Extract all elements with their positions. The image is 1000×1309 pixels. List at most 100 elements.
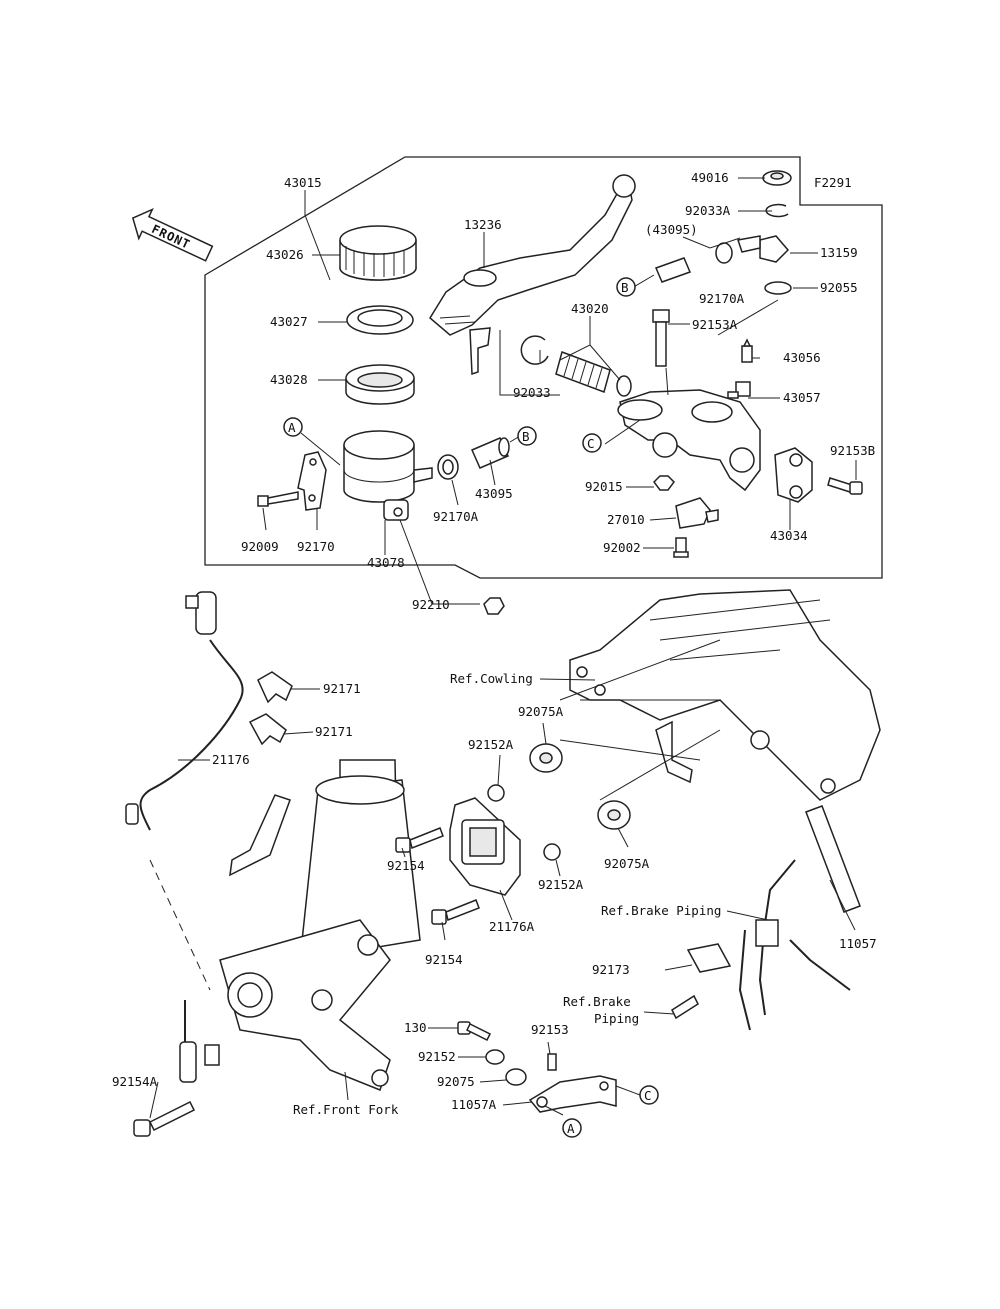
figure-code: F2291 [814,175,852,190]
assembly-frame [204,156,883,579]
label-ref-cowling: Ref.Cowling [450,671,533,686]
label-43026: 43026 [266,247,304,262]
label-92153: 92153 [531,1022,569,1037]
brake-piping [671,859,851,1031]
label-92075: 92075 [437,1074,475,1089]
clip-92171-b [248,713,287,746]
bleeder-43056 [741,338,753,363]
label-ref-brake-piping-1: Ref.Brake Piping [601,903,721,918]
marker-B-lower: B [517,426,537,446]
svg-text:B: B [621,280,629,295]
label-21176A: 21176A [489,919,535,934]
marker-A-upper: A [283,417,303,437]
master-cylinder-body [617,389,761,492]
label-130: 130 [404,1020,427,1035]
clamp-92170A-upper [715,242,733,264]
clip-92171-a [257,671,293,704]
label-92154-2: 92154 [425,952,463,967]
svg-text:A: A [567,1121,575,1136]
label-92009: 92009 [241,539,279,554]
grommet-92075A-upper [529,743,563,773]
label-92153A: 92153A [692,317,738,332]
label-92171-a: 92171 [323,681,361,696]
fitting-43057 [727,381,751,399]
svg-text:C: C [644,1088,652,1103]
label-92075A-2: 92075A [604,856,650,871]
label-92152A-2: 92152A [538,877,584,892]
label-13159: 13159 [820,245,858,260]
label-43095-ref: (43095) [645,222,698,237]
fitting-13159 [737,235,790,263]
label-43095: 43095 [475,486,513,501]
bracket-11057A [528,1075,617,1113]
label-92170A-top: 92170A [699,291,745,306]
label-27010: 27010 [607,512,645,527]
label-21176: 21176 [212,752,250,767]
label-92210: 92210 [412,597,450,612]
bolt-92154-lower [431,899,480,925]
label-43056: 43056 [783,350,821,365]
abs-sensor-lead-21176 [125,591,244,1083]
label-43020: 43020 [571,301,609,316]
label-92154A: 92154A [112,1074,158,1089]
label-11057: 11057 [839,936,877,951]
piston-assembly-43020 [555,351,632,397]
label-92033: 92033 [513,385,551,400]
label-43057: 43057 [783,390,821,405]
label-piping-2: Piping [594,1011,639,1026]
marker-C-lower: C [639,1085,659,1105]
label-43015: 43015 [284,175,322,190]
marker-B-upper: B [616,277,636,297]
handlebar-clamp-43034 [774,447,813,503]
label-49016: 49016 [691,170,729,185]
marker-C-upper: C [582,433,602,453]
label-92075A-1: 92075A [518,704,564,719]
front-fork [219,759,421,1091]
bolt-92153 [547,1053,557,1071]
reservoir-43078 [343,430,433,521]
svg-text:C: C [587,436,595,451]
grommet-92075A-lower [597,800,631,830]
bolt-92009 [257,491,299,507]
label-92170A: 92170A [433,509,479,524]
cap-49016 [762,170,792,186]
label-92015: 92015 [585,479,623,494]
label-92002: 92002 [603,540,641,555]
nut-92210 [483,597,505,615]
label-ref-front-fork: Ref.Front Fork [293,1102,399,1117]
label-92153B: 92153B [830,443,875,458]
o-ring-92055 [764,281,792,295]
label-43028: 43028 [270,372,308,387]
brake-lever-13236 [429,174,636,376]
marker-A-lower: A [562,1118,582,1138]
washer-92152A-lower [543,843,561,861]
bolt-92153B [827,477,863,495]
label-11057A: 11057A [451,1097,497,1112]
diaphragm-43028 [345,364,415,405]
abs-module-21176A [449,797,521,896]
svg-text:A: A [288,420,296,435]
nut-92015 [653,475,675,491]
bolt-92154A [133,1100,196,1137]
label-92033A: 92033A [685,203,731,218]
washer-92152 [485,1049,505,1065]
label-13236: 13236 [464,217,502,232]
bolt-130 [457,1021,492,1042]
label-43034: 43034 [770,528,808,543]
front-arrow: FRONT [131,207,214,262]
label-92152A-1: 92152A [468,737,514,752]
screw-92002 [673,537,689,558]
washer-92152A-upper [487,784,505,802]
label-43027: 43027 [270,314,308,329]
reservoir-cap-43026 [339,225,417,281]
leader-lines [149,177,857,1119]
label-ref-brake-2: Ref.Brake [563,994,631,1009]
brake-switch-27010 [675,497,719,529]
label-92173: 92173 [592,962,630,977]
label-92152: 92152 [418,1049,456,1064]
label-92171-b: 92171 [315,724,353,739]
bracket-92170 [297,451,327,511]
hose-43095-ref [654,257,692,283]
